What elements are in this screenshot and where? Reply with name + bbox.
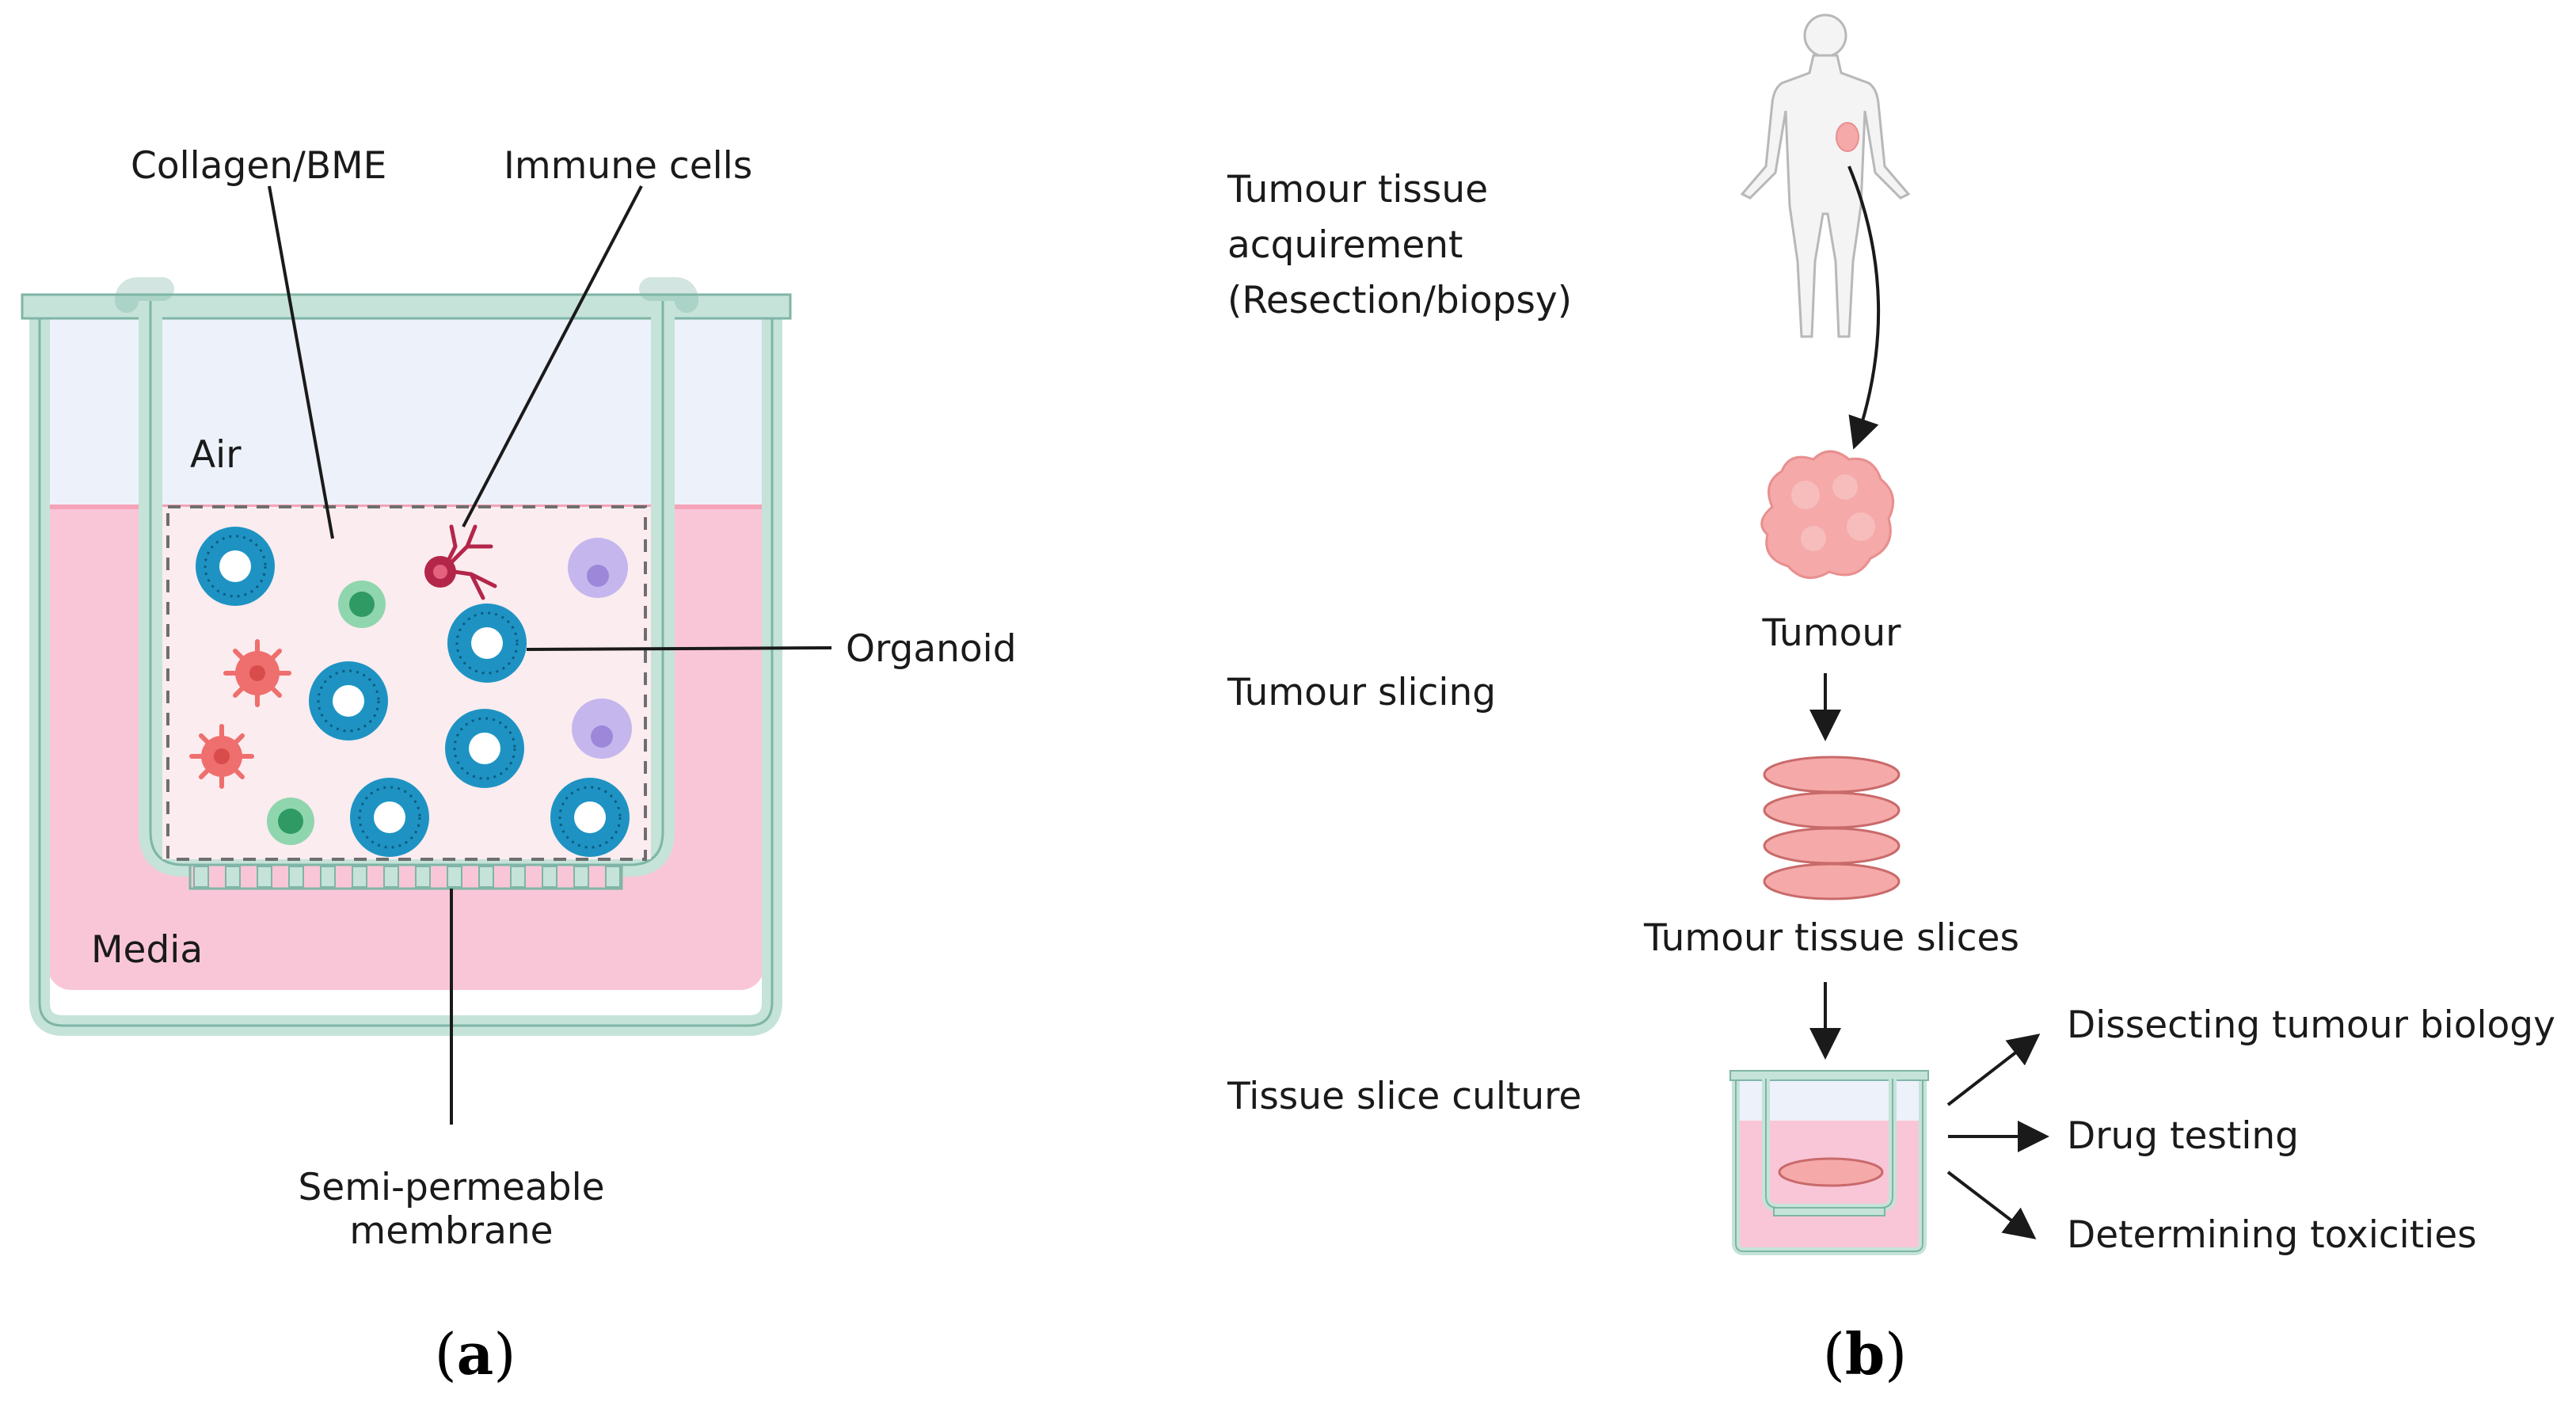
- dendritic-immune-cell: [424, 524, 497, 600]
- label-collagen: Collagen/BME: [131, 144, 386, 188]
- tumour-slices-icon: [1763, 756, 1901, 900]
- red-immune-cell: [223, 639, 291, 707]
- outcome-dissecting-tumour-biology: Dissecting tumour biology: [2067, 1003, 2555, 1047]
- red-immune-cell: [189, 724, 254, 789]
- panel-a: Collagen/BME Immune cells Air Organoid M…: [21, 144, 1017, 1388]
- organoid: [445, 709, 524, 788]
- label-membrane-line1: Semi-permeable: [298, 1166, 604, 1209]
- culture-well-icon: [1729, 1070, 1929, 1255]
- caption-a: (a): [435, 1320, 516, 1388]
- step-acquire-line2: acquirement: [1227, 223, 1463, 267]
- label-tumour-tissue-slices: Tumour tissue slices: [1643, 916, 2019, 960]
- arrow-body-to-tumour: [1847, 166, 1881, 450]
- label-air: Air: [190, 433, 242, 477]
- organoid: [309, 661, 388, 740]
- human-body-icon: [1740, 13, 1911, 338]
- step-tumour-slicing: Tumour slicing: [1227, 671, 1496, 714]
- label-media: Media: [91, 928, 203, 972]
- outcome-determining-toxicities: Determining toxicities: [2067, 1213, 2477, 1257]
- step-tissue-slice-culture: Tissue slice culture: [1227, 1075, 1581, 1118]
- step-acquire-line1: Tumour tissue: [1227, 168, 1488, 211]
- outcome-drug-testing: Drug testing: [2067, 1114, 2299, 1158]
- organoid: [550, 778, 630, 857]
- green-cell: [267, 798, 314, 845]
- caption-b: (b): [1823, 1320, 1908, 1388]
- green-cell: [338, 581, 386, 628]
- panel-b: Tumour Tumour tissue slices: [1227, 13, 2555, 1388]
- purple-cell: [572, 699, 632, 759]
- organoid: [350, 778, 429, 857]
- organoid: [196, 527, 275, 606]
- label-tumour: Tumour: [1761, 611, 1901, 655]
- outcome-arrows: [1946, 1034, 2049, 1239]
- step-acquire-line3: (Resection/biopsy): [1227, 279, 1572, 322]
- tumour-icon: [1760, 450, 1895, 579]
- label-immune-cells: Immune cells: [504, 144, 752, 188]
- organoid: [447, 603, 527, 683]
- label-membrane-line2: membrane: [349, 1209, 553, 1253]
- leader-lines: [268, 185, 832, 1125]
- organoid-cells: [189, 524, 632, 857]
- purple-cell: [568, 538, 628, 598]
- membrane: [188, 863, 623, 890]
- label-organoid: Organoid: [846, 627, 1017, 671]
- tumour-location-marker: [1836, 122, 1859, 152]
